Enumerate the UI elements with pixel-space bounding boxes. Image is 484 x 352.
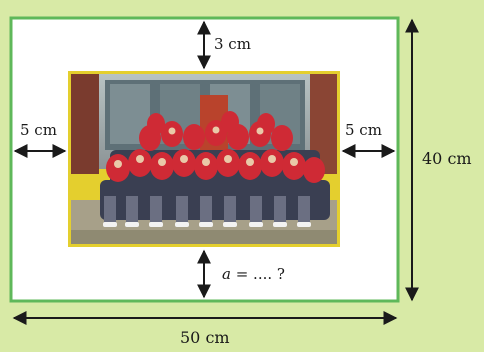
left-gap-label: 5 cm [20, 121, 57, 139]
right-gap-label: 5 cm [345, 121, 382, 139]
height-label: 40 cm [422, 149, 472, 168]
top-gap-label: 3 cm [214, 35, 251, 53]
group-photo [68, 71, 340, 247]
bottom-gap-label: a = .... ? [222, 265, 285, 283]
width-label: 50 cm [180, 328, 230, 347]
